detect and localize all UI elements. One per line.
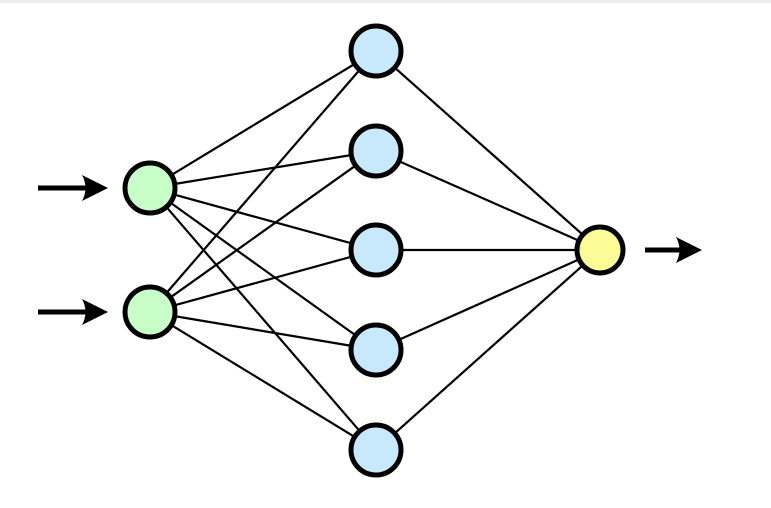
edge-i2-h4 [172, 314, 354, 348]
edge-h2-o1 [396, 159, 581, 243]
edge-i2-h5 [169, 323, 357, 439]
edge-i1-h2 [172, 153, 354, 186]
edge-i2-h2 [168, 163, 358, 300]
edge-i1-h5 [164, 205, 362, 433]
edge-h5-o1 [392, 263, 585, 436]
edge-h4-o1 [396, 257, 582, 342]
input-arrow-1 [38, 175, 108, 201]
edge-i1-h4 [168, 200, 358, 338]
edge-h1-o1 [392, 65, 585, 237]
edge-i1-h1 [169, 62, 357, 177]
io-arrows-group [38, 175, 702, 325]
edges-group [164, 62, 585, 439]
node-hidden-h4[interactable] [348, 322, 404, 378]
edge-i2-h1 [164, 68, 362, 295]
node-input-i2[interactable] [122, 284, 178, 340]
input-arrow-1-head [82, 175, 108, 201]
edge-i1-h3 [172, 193, 354, 245]
input-arrow-2-head [82, 299, 108, 325]
input-arrow-2 [38, 299, 108, 325]
output-arrow-1-head [676, 237, 702, 263]
edge-i2-h3 [172, 255, 354, 307]
output-arrow-1 [645, 237, 702, 263]
top-band-divider [0, 0, 771, 3]
node-hidden-h3[interactable] [348, 222, 404, 278]
node-output-o1[interactable] [574, 224, 626, 276]
node-input-i1[interactable] [122, 160, 178, 216]
node-hidden-h5[interactable] [348, 422, 404, 478]
node-hidden-h2[interactable] [348, 123, 404, 179]
node-hidden-h1[interactable] [348, 23, 404, 79]
nodes-group [122, 23, 626, 478]
